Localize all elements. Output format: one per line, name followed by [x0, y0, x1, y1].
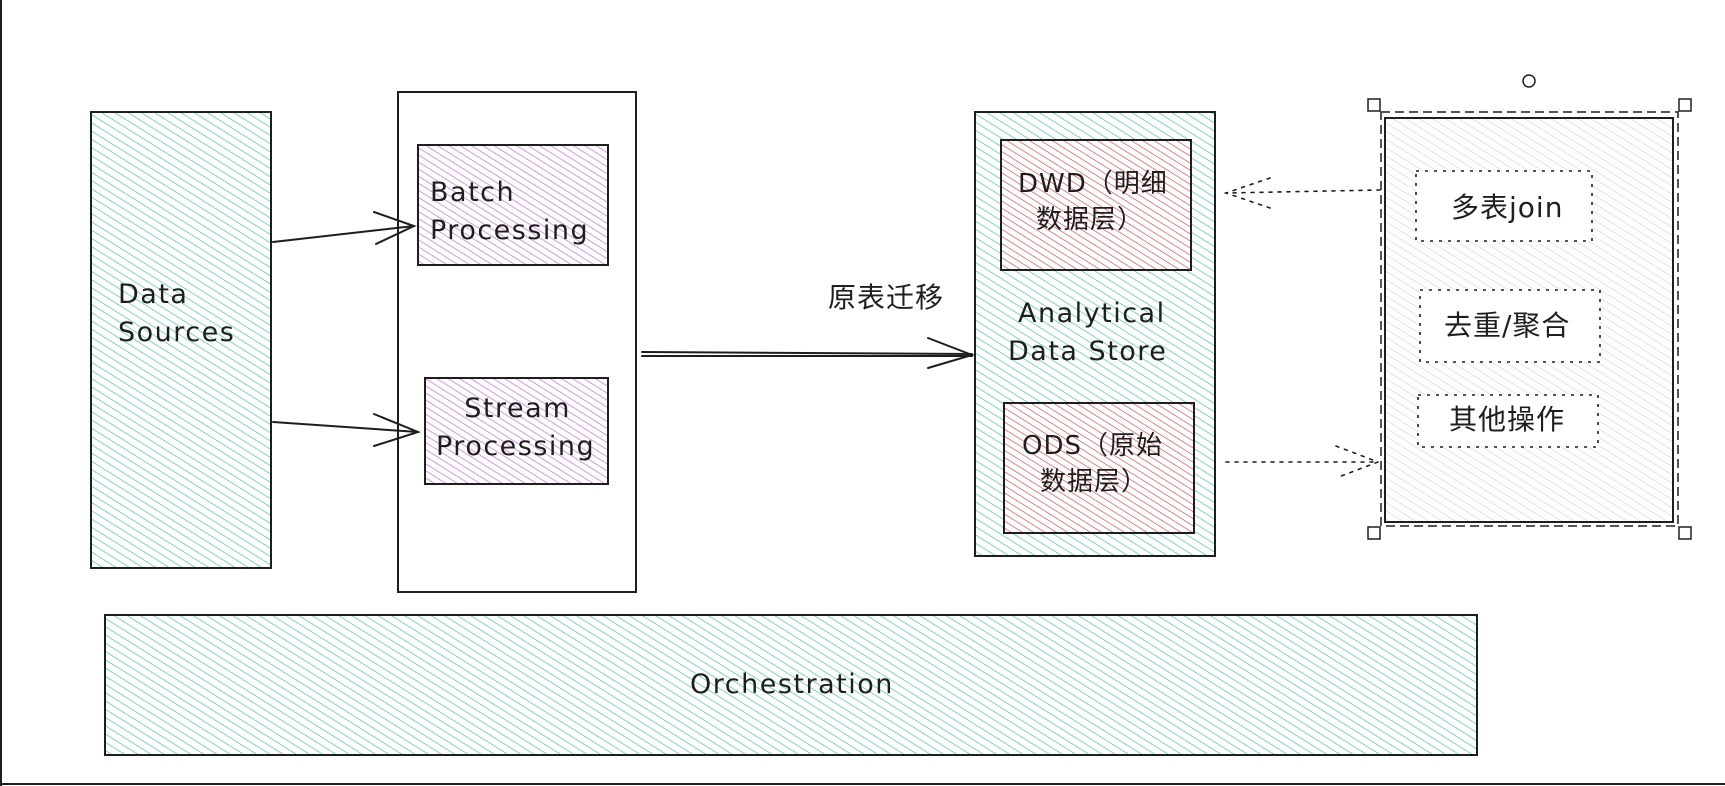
arrow-ods-to-operations[interactable]	[1225, 445, 1381, 479]
analytical-data-store-label-line2: Data Store	[1008, 336, 1168, 367]
dwd-layer-box[interactable]	[1000, 139, 1192, 271]
batch-processing-box[interactable]	[417, 144, 609, 266]
dwd-layer-label-line1: DWD（明细	[1018, 169, 1168, 199]
arrow-operations-to-dwd[interactable]	[1223, 177, 1381, 209]
orchestration-label: Orchestration	[690, 669, 894, 700]
stream-processing-box[interactable]	[424, 377, 609, 485]
data-sources-box[interactable]	[90, 111, 272, 569]
batch-processing-label: Batch Processing	[430, 174, 589, 250]
resize-handle-top-left[interactable]	[1367, 98, 1381, 112]
data-sources-label-line1: Data	[118, 279, 189, 310]
ods-layer-label: ODS（原始 数据层）	[1022, 428, 1163, 500]
selection-handles[interactable]	[1367, 74, 1692, 540]
operation-dedup-label: 去重/聚合	[1444, 309, 1571, 342]
analytical-data-store-label-line1: Analytical	[1018, 298, 1166, 329]
rotate-handle[interactable]	[1522, 74, 1536, 88]
operation-box-other[interactable]	[1417, 394, 1599, 448]
orchestration-box[interactable]	[104, 614, 1478, 756]
stream-processing-label: Stream Processing	[436, 390, 595, 466]
operation-join-label: 多表join	[1451, 191, 1564, 224]
operation-other-label: 其他操作	[1449, 403, 1566, 436]
data-sources-label-line2: Sources	[118, 317, 236, 348]
resize-handle-bottom-left[interactable]	[1367, 526, 1381, 540]
arrow-processing-to-store[interactable]	[641, 337, 976, 369]
resize-handle-top-right[interactable]	[1678, 98, 1692, 112]
dwd-layer-label: DWD（明细 数据层）	[1018, 166, 1168, 238]
analytical-data-store-label: Analytical Data Store	[1008, 295, 1167, 371]
migration-edge-label: 原表迁移	[828, 281, 945, 314]
batch-processing-label-line2: Processing	[430, 215, 590, 246]
stream-processing-label-line2: Processing	[436, 431, 596, 462]
batch-processing-label-line1: Batch	[430, 177, 516, 208]
operation-box-join[interactable]	[1415, 170, 1593, 242]
selection-frame	[1380, 111, 1679, 527]
arrow-sources-to-stream[interactable]	[272, 413, 421, 447]
stream-processing-label-line1: Stream	[464, 393, 571, 424]
operation-box-dedup[interactable]	[1419, 289, 1601, 363]
ods-layer-label-line1: ODS（原始	[1022, 431, 1163, 461]
ods-layer-label-line2: 数据层）	[1040, 467, 1149, 497]
data-sources-label: Data Sources	[118, 276, 235, 352]
resize-handle-bottom-right[interactable]	[1678, 526, 1692, 540]
dwd-layer-label-line2: 数据层）	[1036, 205, 1145, 235]
ods-layer-box[interactable]	[1003, 402, 1195, 534]
arrow-sources-to-batch[interactable]	[272, 211, 417, 245]
